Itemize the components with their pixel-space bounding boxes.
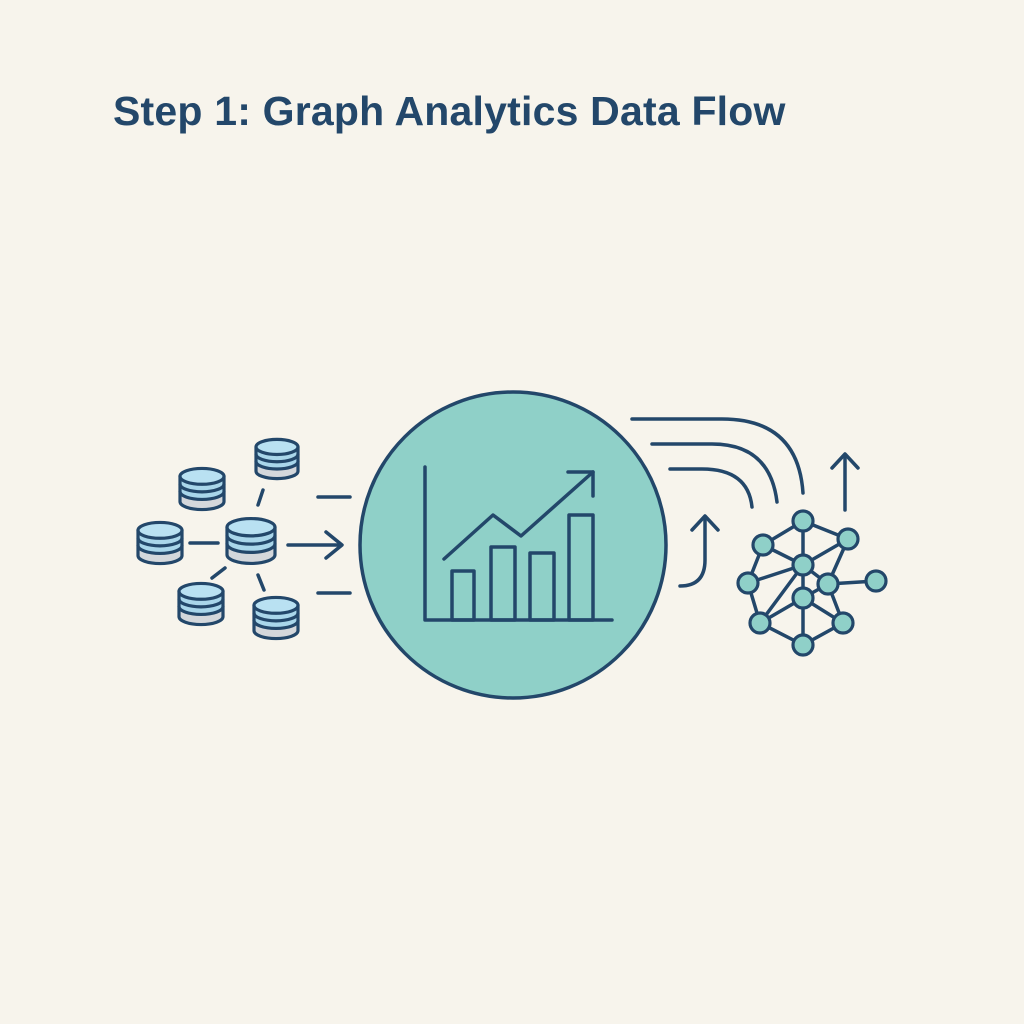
flow-curves (630, 417, 860, 588)
database-cluster-icon (136, 437, 300, 641)
network-node (836, 527, 860, 551)
database-icon (136, 520, 184, 566)
database-icon (252, 595, 300, 641)
network-node (831, 611, 855, 635)
network-node (816, 572, 840, 596)
bar-chart-trend-icon (423, 465, 614, 622)
network-node (736, 571, 760, 595)
network-node (791, 509, 815, 533)
network-node (791, 586, 815, 610)
input-arrow-icon (286, 495, 352, 595)
network-graph-icon (736, 509, 888, 657)
database-icon (225, 516, 277, 566)
network-node (751, 533, 775, 557)
page-title: Step 1: Graph Analytics Data Flow (113, 88, 786, 134)
network-node (791, 633, 815, 657)
analytics-circle (358, 390, 668, 700)
database-icon (177, 581, 225, 627)
network-node (748, 611, 772, 635)
database-icon (178, 466, 226, 512)
network-edge (758, 563, 805, 625)
network-node (791, 553, 815, 577)
database-icon (254, 437, 300, 481)
network-node (864, 569, 888, 593)
